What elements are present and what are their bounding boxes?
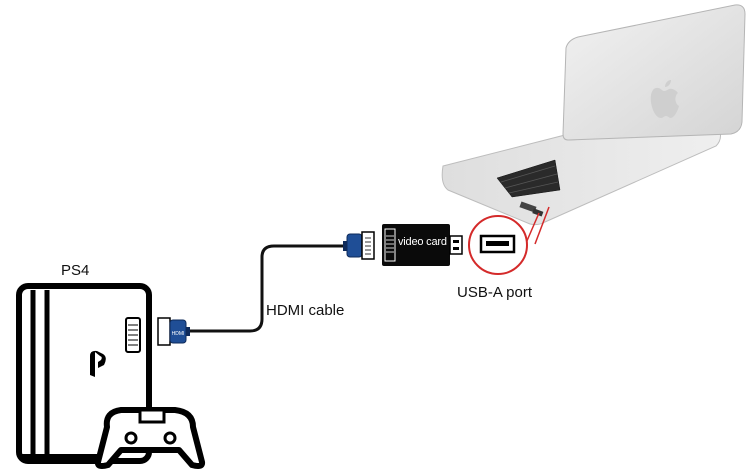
svg-text:HDMI: HDMI [172, 331, 185, 337]
ps4-hdmi-port-icon [125, 317, 141, 353]
playstation-logo-icon [90, 350, 106, 377]
hdmi-cable: HDMI [157, 231, 375, 346]
usb-port-callout [468, 206, 550, 275]
ps4-console [16, 283, 152, 464]
hdmi-input-icon [384, 228, 396, 262]
usb-a-port-label: USB-A port [457, 284, 533, 301]
hdmi-cable-wire [188, 244, 345, 333]
game-controller-icon [94, 407, 206, 469]
apple-logo-icon [650, 80, 679, 118]
laptop-lid [562, 4, 746, 141]
ps4-body [16, 283, 152, 464]
video-card-body [382, 224, 450, 266]
hdmi-plug-right [343, 231, 375, 260]
laptop-side-port [519, 201, 537, 213]
ps4-label: PS4 [61, 262, 90, 279]
hdmi-cable-label: HDMI cable [266, 302, 345, 319]
laptop [441, 4, 746, 226]
laptop-base [441, 131, 721, 226]
video-card-label: video card [398, 236, 447, 248]
usb-plug-connector [449, 235, 463, 255]
video-capture-card [382, 224, 463, 266]
hdmi-plug-left: HDMI [157, 317, 190, 346]
laptop-usb-port [532, 208, 544, 217]
